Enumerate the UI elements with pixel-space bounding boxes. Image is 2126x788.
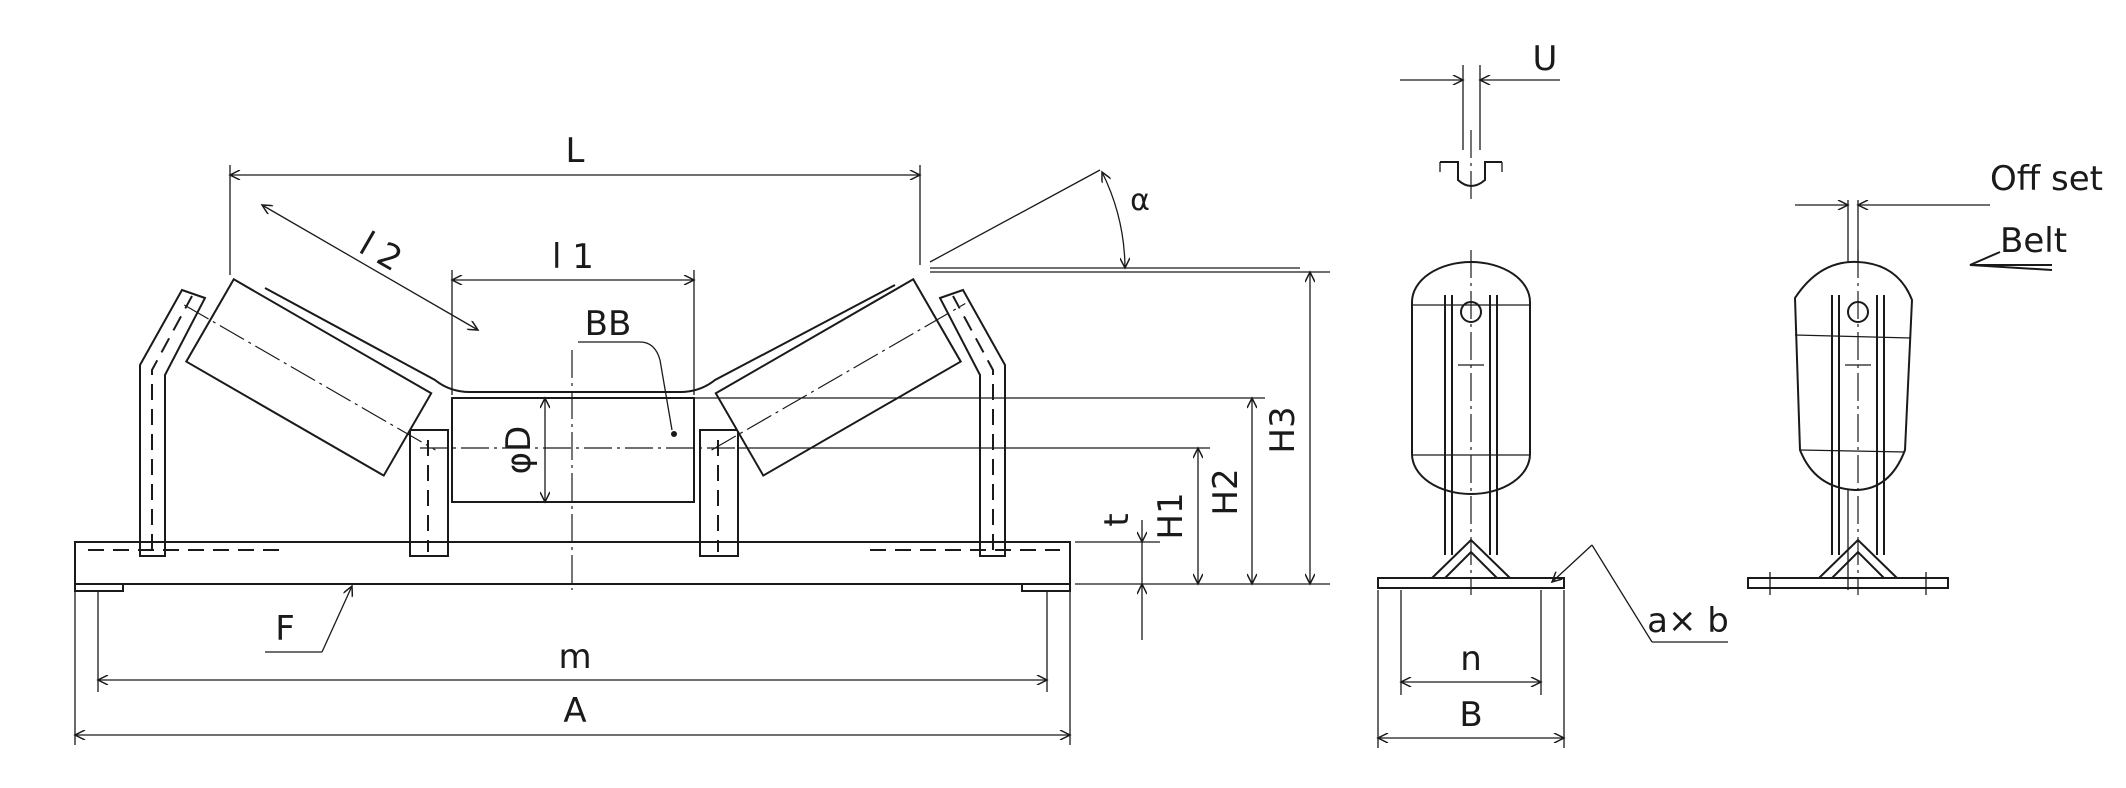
- left-inner-post: [409, 429, 449, 557]
- side-base-plate: [1377, 577, 1565, 589]
- front-view: L l 2 l 1 α BB φD t: [75, 131, 1330, 745]
- label-axb: a× b: [1647, 601, 1729, 641]
- label-m: m: [558, 637, 591, 677]
- center-roller: [451, 397, 695, 503]
- right-inner-post: [699, 429, 739, 557]
- offset-roller: [1793, 260, 1914, 492]
- label-BB: BB: [585, 304, 632, 344]
- label-D: φD: [499, 426, 539, 475]
- offset-view: Off set Belt: [1747, 159, 2103, 595]
- label-belt: Belt: [2000, 221, 2067, 261]
- label-H1: H1: [1151, 492, 1191, 539]
- side-view: U a× b n B: [1378, 39, 1729, 748]
- label-t: t: [1097, 513, 1137, 526]
- label-H3: H3: [1263, 406, 1303, 453]
- left-wing-bracket: [139, 288, 207, 557]
- label-offset: Off set: [1990, 159, 2103, 199]
- belt-line: [264, 284, 896, 393]
- label-H2: H2: [1206, 468, 1246, 515]
- label-alpha: α: [1130, 183, 1150, 218]
- label-A: A: [563, 691, 586, 731]
- label-B: B: [1459, 695, 1482, 735]
- label-l2: l 2: [353, 224, 409, 280]
- label-n: n: [1460, 639, 1482, 679]
- label-F: F: [275, 609, 295, 649]
- offset-base-plate: [1747, 577, 1949, 589]
- label-l1: l 1: [552, 237, 594, 277]
- label-U: U: [1533, 39, 1558, 79]
- right-wing-bracket: [938, 288, 1006, 557]
- label-L: L: [566, 131, 585, 171]
